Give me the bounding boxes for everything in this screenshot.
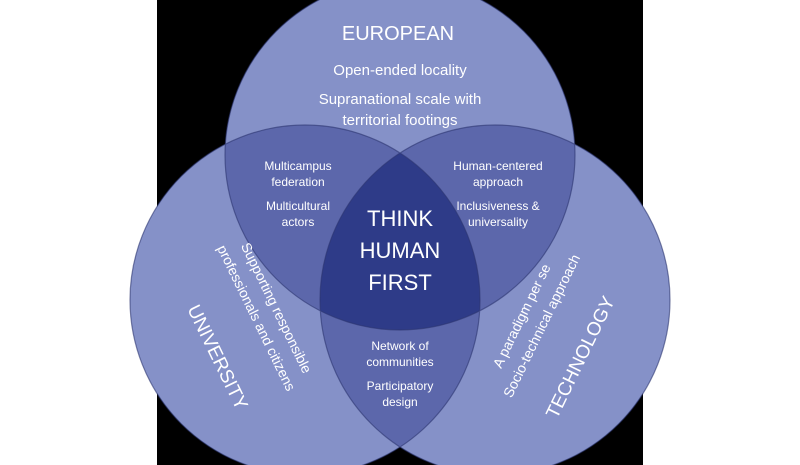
center-line1: THINK — [367, 206, 433, 231]
overlap-b-item1a: Network of — [371, 339, 429, 353]
overlap-b-item2b: design — [382, 395, 417, 409]
european-line2b: territorial footings — [342, 112, 457, 129]
overlap-tr-item2b: universality — [468, 215, 528, 229]
center-line2: HUMAN — [360, 238, 441, 263]
overlap-b-item2a: Participatory — [367, 379, 434, 393]
european-title: EUROPEAN — [342, 23, 454, 45]
overlap-b-item1b: communities — [366, 355, 433, 369]
overlap-tl-item2a: Multicultural — [266, 199, 330, 213]
overlap-tr-item2a: Inclusiveness & — [456, 199, 539, 213]
center-region — [320, 125, 480, 330]
overlap-tl-item1a: Multicampus — [264, 159, 331, 173]
overlap-tr-item1b: approach — [473, 175, 523, 189]
european-line2a: Supranational scale with — [319, 91, 482, 108]
european-line1: Open-ended locality — [333, 62, 467, 79]
overlap-tr-item1a: Human-centered — [453, 159, 542, 173]
center-line3: FIRST — [368, 270, 432, 295]
overlap-tl-item1b: federation — [271, 175, 324, 189]
overlap-tl-item2b: actors — [282, 215, 315, 229]
